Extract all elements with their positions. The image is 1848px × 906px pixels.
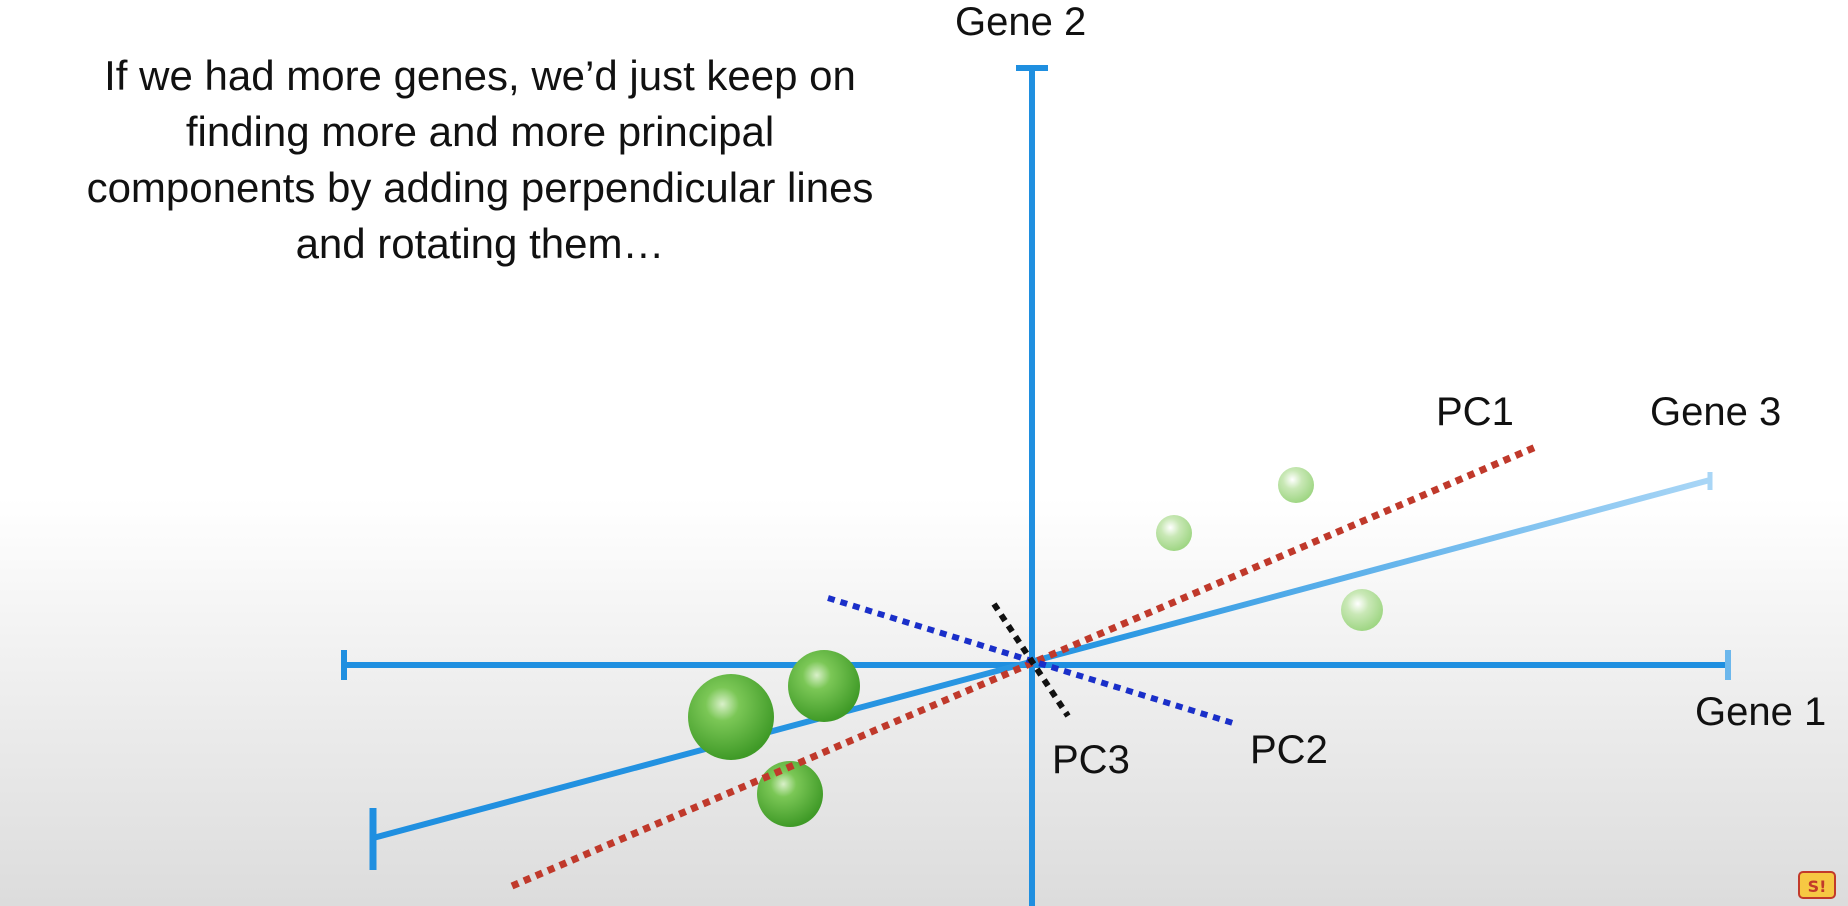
pc2-label: PC2	[1250, 728, 1328, 772]
caption-line: components by adding perpendicular lines	[86, 164, 874, 211]
caption-line: If we had more genes, we’d just keep on	[104, 52, 856, 99]
data-point	[688, 674, 774, 760]
gene1-axis	[341, 650, 1731, 680]
data-point	[788, 650, 860, 722]
data-point	[1278, 467, 1314, 503]
pc3-label: PC3	[1052, 738, 1130, 782]
caption-line: and rotating them…	[295, 220, 665, 267]
data-points	[688, 467, 1383, 827]
pc1-line	[510, 442, 1540, 890]
data-point	[1341, 589, 1383, 631]
svg-text:S!: S!	[1808, 877, 1827, 896]
gene2-axis	[1016, 65, 1048, 906]
gene3-label: Gene 3	[1650, 390, 1782, 434]
data-point	[757, 761, 823, 827]
pc3-line	[991, 602, 1071, 718]
gene1-label: Gene 1	[1695, 690, 1827, 734]
caption-text: If we had more genes, we’d just keep on …	[10, 48, 950, 272]
pc1-label: PC1	[1436, 390, 1514, 434]
caption-line: finding more and more principal	[185, 108, 775, 155]
gene2-label: Gene 2	[955, 0, 1087, 44]
statquest-logo-icon: S!	[1798, 870, 1836, 900]
data-point	[1156, 515, 1192, 551]
